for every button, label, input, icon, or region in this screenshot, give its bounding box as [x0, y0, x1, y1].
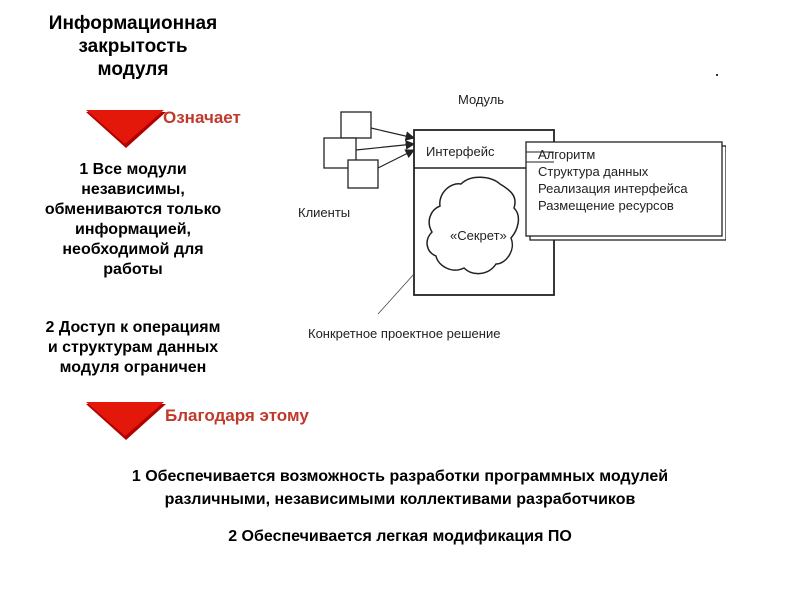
result-line-2: различными, независимыми коллективами ра… — [164, 491, 636, 508]
result-line-3: 2 Обеспечивается легкая модификация ПО — [228, 528, 572, 545]
client-box — [340, 111, 372, 139]
title-line-3: модуля — [97, 59, 169, 80]
point-1-line-5: необходимой для — [62, 241, 204, 258]
module-label: Модуль — [458, 92, 504, 107]
point-1-line-3: обмениваются только — [44, 201, 222, 218]
title-line-1: Информационная — [48, 13, 218, 34]
diagram-caption: Конкретное проектное решение — [308, 326, 500, 341]
points-block-1: 1 Все модули независимы, обмениваются то… — [20, 160, 246, 280]
points-block-2: 2 Доступ к операциям и структурам данных… — [20, 318, 246, 378]
title-line-2: закрытость — [78, 36, 188, 57]
down-arrow-icon — [86, 110, 166, 148]
details-box — [525, 141, 723, 237]
point-1-line-2: независимы, — [81, 181, 185, 198]
point-2-line-1: 2 Доступ к операциям — [45, 319, 221, 336]
point-2-line-3: модуля ограничен — [59, 359, 207, 376]
detail-item-data-structure: Структура данных — [538, 164, 649, 179]
client-box — [347, 159, 379, 189]
result-line-1: 1 Обеспечивается возможность разработки … — [131, 468, 669, 485]
detail-item-resources: Размещение ресурсов — [538, 198, 674, 213]
clients-label: Клиенты — [298, 205, 350, 220]
means-label: Означает — [163, 108, 241, 127]
module-diagram: Модуль Интерфейс Алгоритм Структура данн… — [298, 74, 726, 341]
thanks-label: Благодаря этому — [165, 406, 309, 425]
point-1-line-4: информацией, — [75, 221, 191, 238]
secret-cloud — [426, 176, 520, 275]
point-2-line-2: и структурам данных — [47, 339, 219, 356]
down-arrow-icon — [86, 402, 166, 440]
secret-label: «Секрет» — [450, 228, 507, 243]
point-1-line-1: 1 Все модули — [79, 161, 187, 178]
point-1-line-6: работы — [103, 261, 163, 278]
slide-title: Информационная закрытость модуля — [20, 12, 246, 81]
detail-item-algorithm: Алгоритм — [538, 147, 595, 162]
interface-label: Интерфейс — [426, 144, 495, 159]
detail-item-interface-impl: Реализация интерфейса — [538, 181, 688, 196]
